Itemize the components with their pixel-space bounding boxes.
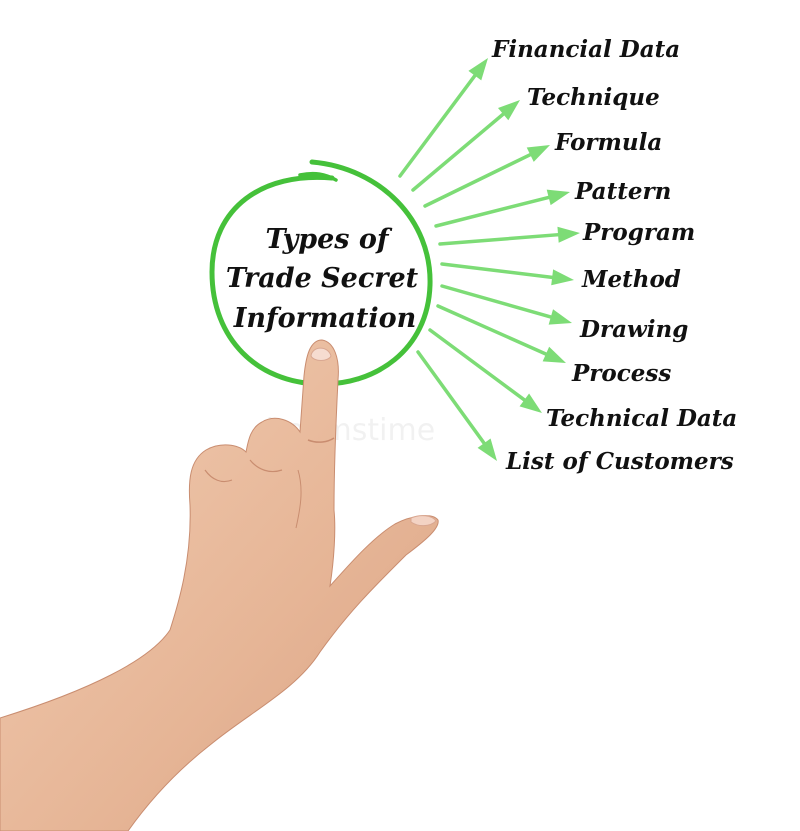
arrow-shaft-8 <box>436 304 550 357</box>
pointing-hand-image <box>0 339 439 831</box>
arrow-shaft-10 <box>416 350 488 447</box>
label-program: Program <box>582 219 695 246</box>
arrow-head-icon-3 <box>526 145 550 162</box>
label-technique: Technique <box>527 84 660 111</box>
label-list-of-customers: List of Customers <box>505 448 734 475</box>
label-pattern: Pattern <box>574 178 671 205</box>
center-title: Types of Trade Secret Information <box>226 224 419 334</box>
arrows-group <box>398 58 580 461</box>
arrow-head-icon-6 <box>551 269 574 286</box>
item-labels: Financial Data Technique Formula Pattern… <box>491 36 737 475</box>
arrow-shaft-7 <box>440 284 555 320</box>
label-formula: Formula <box>554 129 662 156</box>
center-title-line-1: Types of <box>265 224 392 255</box>
arrow-shaft-3 <box>423 152 534 208</box>
label-financial-data: Financial Data <box>491 36 680 63</box>
center-title-line-3: Information <box>233 303 417 334</box>
label-method: Method <box>581 266 681 293</box>
arrow-head-icon-2 <box>498 100 520 121</box>
arrow-head-icon-1 <box>468 58 488 81</box>
arrow-shaft-1 <box>398 72 478 178</box>
arrow-head-icon-5 <box>557 226 580 243</box>
arrow-shaft-5 <box>438 232 562 246</box>
arrow-head-icon-4 <box>546 189 570 206</box>
arrow-head-icon-8 <box>542 346 566 363</box>
label-process: Process <box>571 360 671 387</box>
label-drawing: Drawing <box>579 316 688 343</box>
fingernail-icon <box>310 347 332 361</box>
arrow-shaft-9 <box>428 328 528 403</box>
thumbnail-icon <box>410 515 437 527</box>
arrow-shaft-4 <box>434 195 553 228</box>
arrow-head-icon-7 <box>548 309 572 325</box>
arrow-head-icon-9 <box>519 393 542 413</box>
arrow-shaft-2 <box>411 111 507 192</box>
arrow-shaft-6 <box>440 262 556 280</box>
center-title-line-2: Trade Secret <box>226 263 419 294</box>
arrow-head-icon-10 <box>477 438 497 461</box>
label-technical-data: Technical Data <box>546 405 737 432</box>
